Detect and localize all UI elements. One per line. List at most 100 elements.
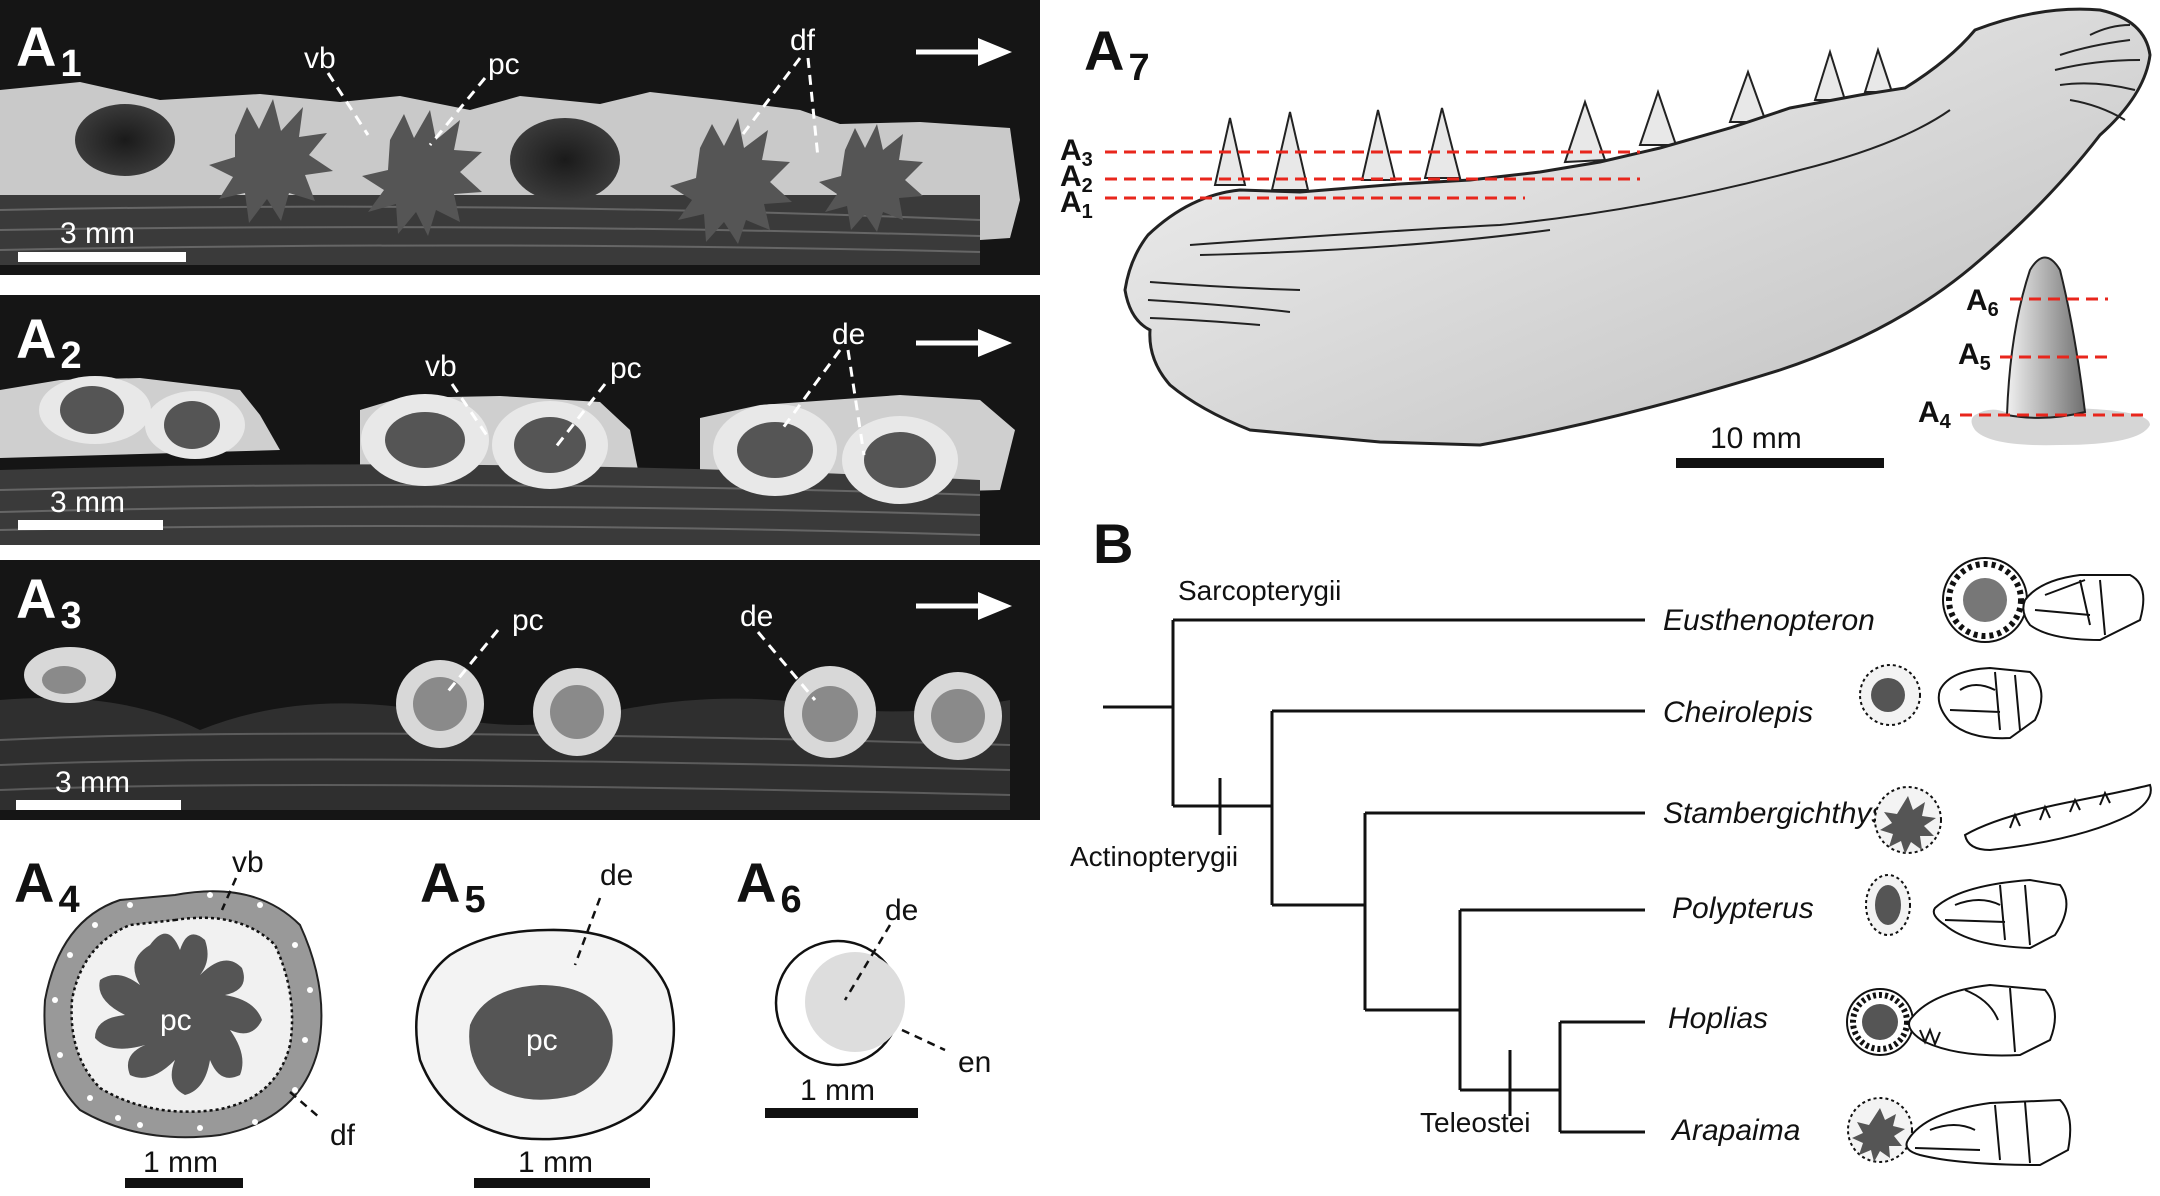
a5-scale-bar xyxy=(474,1178,650,1188)
b-tooth-section-eusthenopteron xyxy=(1942,557,2028,643)
b-cladogram-branches xyxy=(1103,618,1645,1134)
a5-scale-label: 1 mm xyxy=(518,1146,593,1179)
a1-vb-leader xyxy=(326,72,370,136)
a1-pulp-cavity xyxy=(362,110,482,236)
a1-pc-label: pc xyxy=(488,48,520,81)
a1-scale-bar xyxy=(18,252,186,262)
a2-matrix-band xyxy=(0,464,980,545)
a5-de-leader xyxy=(573,897,602,966)
a2-pc-label: pc xyxy=(610,352,642,385)
a2-scale-bar xyxy=(18,520,163,530)
a5-pulp-cavity xyxy=(469,985,613,1100)
a4-scale-bar xyxy=(125,1178,243,1188)
a7-section-label-a1: A1 xyxy=(1060,186,1093,223)
a1-pulp-cavity xyxy=(670,118,792,244)
a1-df-label: df xyxy=(790,24,816,57)
a4-df-leader xyxy=(289,1091,321,1119)
a2-pulp-cavity xyxy=(864,432,936,488)
a2-pulp-cavity xyxy=(737,422,813,478)
a1-vb-label: vb xyxy=(304,42,336,75)
b-taxon-eusthenopteron: Eusthenopteron xyxy=(1663,604,1875,637)
a3-pulp-cavity xyxy=(413,677,467,731)
a7-tooth xyxy=(1360,109,1397,181)
a2-de-leader xyxy=(846,349,866,456)
b-tooth-section-arapaima xyxy=(1847,1097,1913,1163)
a2-pc-leader xyxy=(553,383,607,449)
a7-tooth xyxy=(1423,107,1462,179)
b-skull-polypterus xyxy=(1932,878,2068,950)
a4-scale-label: 1 mm xyxy=(143,1146,218,1179)
a3-pulp-cavity xyxy=(42,666,86,694)
b-skull-stambergichthys xyxy=(1963,783,2152,852)
a2-de-label: de xyxy=(832,318,865,351)
a3-pulp-cavity xyxy=(931,689,985,743)
a3-matrix-band xyxy=(0,698,1010,810)
a1-direction-arrow-head xyxy=(978,38,1012,66)
a7-tooth xyxy=(1563,98,1607,164)
a7-section-label-a3: A3 xyxy=(1060,134,1093,171)
a7-section-label-a4: A4 xyxy=(1918,396,1952,433)
a6-de-label: de xyxy=(885,894,918,927)
a6-scale-label: 1 mm xyxy=(800,1074,875,1107)
a7-jaw-outline xyxy=(1123,7,2152,447)
b-panel-label: B xyxy=(1093,512,1133,575)
b-tooth-section-polypterus xyxy=(1865,874,1911,936)
a3-de-leader xyxy=(756,631,817,701)
b-tooth-section-hoplias xyxy=(1846,988,1914,1056)
a6-scale-bar xyxy=(765,1108,918,1118)
a7-scale-label: 10 mm xyxy=(1710,422,1802,455)
b-skull-cheirolepis xyxy=(1937,666,2043,740)
a1-pc-leader xyxy=(428,77,487,146)
a6-dentine xyxy=(805,952,905,1052)
a2-pulp-cavity xyxy=(514,417,586,473)
a5-de-label: de xyxy=(600,859,633,892)
a7-isolated-tooth xyxy=(2005,256,2087,419)
a7-jaw-sutures xyxy=(1147,109,1951,326)
b-skull-hoplias xyxy=(1908,983,2056,1057)
a3-direction-arrow-head xyxy=(978,592,1012,620)
a6-en-leader xyxy=(901,1028,946,1052)
a1-pulp-cavity xyxy=(209,99,333,223)
a7-tooth xyxy=(1863,46,1894,93)
a7-section-label-a5: A5 xyxy=(1958,338,1991,375)
a7-section-label-a2: A2 xyxy=(1060,160,1093,197)
a1-dark-tooth xyxy=(75,104,175,176)
a2-pulp-cavity xyxy=(164,401,220,449)
a1-scale-label: 3 mm xyxy=(60,217,135,250)
a3-de-label: de xyxy=(740,600,773,633)
a4-df-label: df xyxy=(330,1119,356,1152)
a2-pulp-cavity xyxy=(385,412,465,468)
a4-vb-label: vb xyxy=(232,846,264,879)
b-tooth-section-cheirolepis xyxy=(1859,664,1921,726)
a1-matrix-layers xyxy=(0,205,981,253)
a5-pc-label: pc xyxy=(526,1024,558,1057)
b-taxon-cheirolepis: Cheirolepis xyxy=(1663,696,1813,729)
panel-b: B Sarcopterygii Actinopterygii Teleostei… xyxy=(1070,512,2152,1167)
a7-section-label-a6: A6 xyxy=(1966,284,1999,321)
a2-pulp-cavity xyxy=(60,386,124,434)
b-clade-actinopterygii: Actinopterygii xyxy=(1070,841,1238,872)
a2-vb-leader xyxy=(450,383,492,441)
a1-dark-tooth xyxy=(510,118,620,202)
b-skull-arapaima xyxy=(1905,1098,2072,1167)
a7-tooth xyxy=(1728,69,1768,123)
a7-scale-bar xyxy=(1676,458,1884,468)
b-clade-teleostei: Teleostei xyxy=(1420,1107,1531,1138)
a4-pulp-cavity xyxy=(95,933,262,1095)
a3-scale-label: 3 mm xyxy=(55,766,130,799)
a6-en-label: en xyxy=(958,1046,991,1079)
a4-pc-label: pc xyxy=(160,1004,192,1037)
a7-tooth xyxy=(1638,88,1678,146)
a3-pulp-cavity xyxy=(550,685,604,739)
